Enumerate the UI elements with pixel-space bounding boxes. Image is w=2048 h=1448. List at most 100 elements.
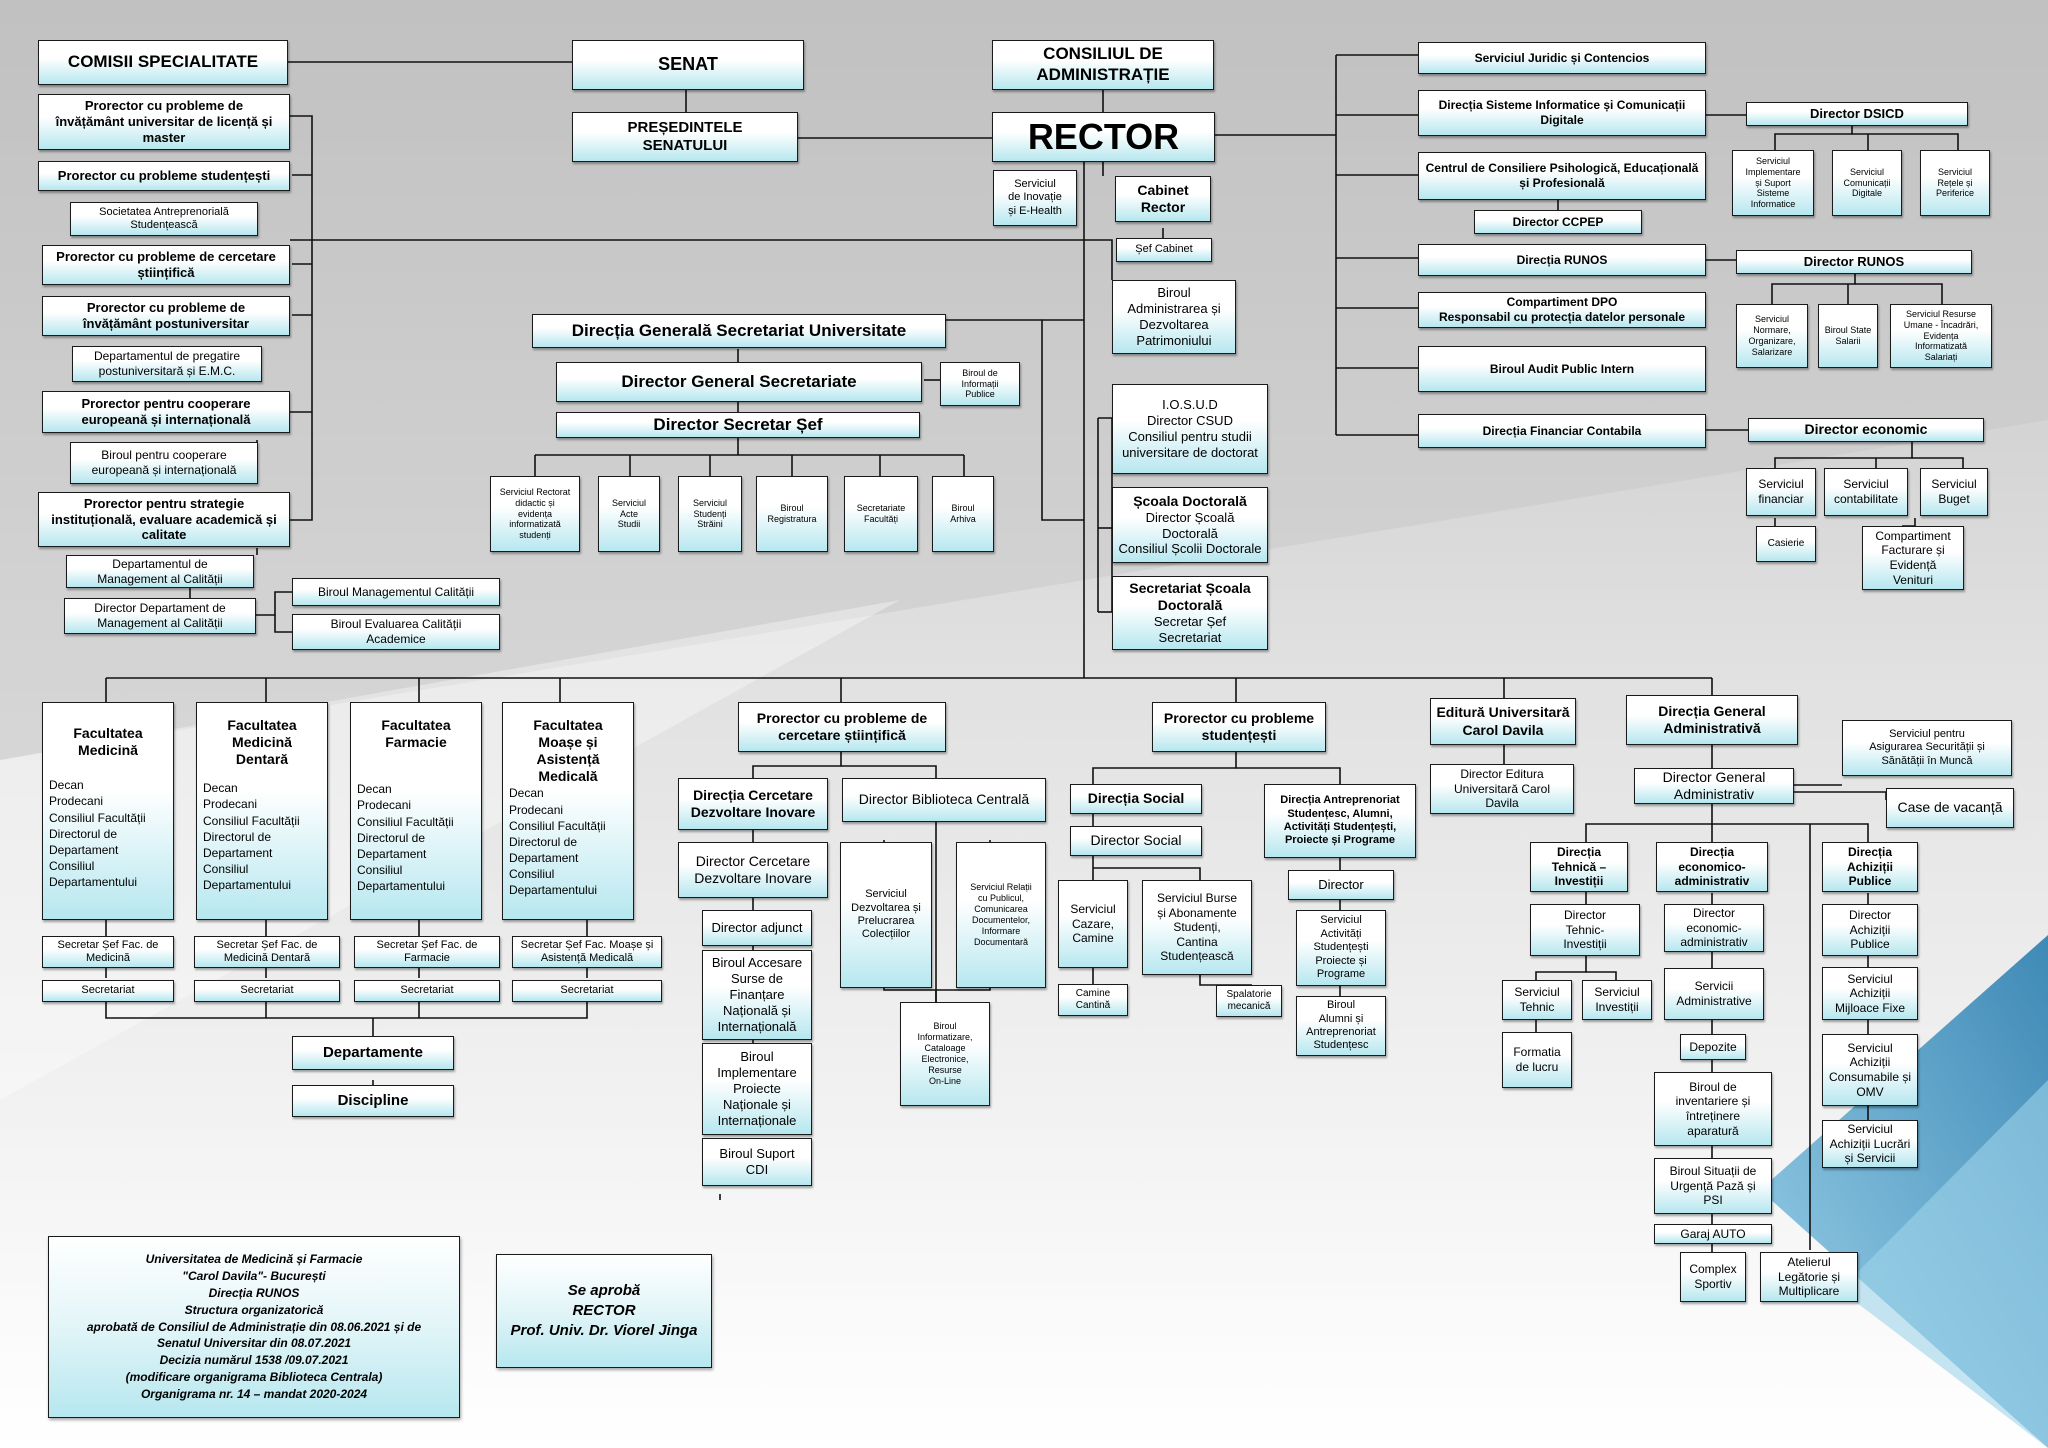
secretariate-facultati-box: Secretariate Facultăți (844, 476, 918, 552)
biroul-europa-label: Biroul pentru cooperare europeană și int… (91, 448, 237, 477)
biroul-patrimoniu-label: Biroul Administrarea și Dezvoltarea Patr… (1127, 285, 1221, 348)
depozite-label: Depozite (1689, 1039, 1737, 1054)
directia-economico-administrativ-label: Direcția economico- administrativ (1674, 845, 1750, 889)
consiliu-administratie-label: CONSILIUL DE ADMINISTRAȚIE (1036, 44, 1170, 84)
prorector-studenti-bottom-box: Prorector cu probleme studențești (1152, 702, 1326, 752)
servicii-administrative-label: Servicii Administrative (1676, 979, 1752, 1008)
serviciul-juridic-box: Serviciul Juridic și Contencios (1418, 42, 1706, 74)
prorector-europa-box: Prorector pentru cooperare europeană și … (42, 391, 290, 433)
biroul-audit-box: Biroul Audit Public Intern (1418, 346, 1706, 392)
director-tehnic-label: Director Tehnic- Investiții (1563, 908, 1607, 952)
serviciul-cazare-label: Serviciul Cazare, Camine (1070, 902, 1116, 946)
complex-sportiv-label: Complex Sportiv (1689, 1262, 1737, 1291)
serviciul-tehnic-box: Serviciul Tehnic (1502, 980, 1572, 1020)
director-ccpep-box: Director CCPEP (1474, 210, 1642, 234)
secretariat-moase-box: Secretariat (512, 980, 662, 1002)
serviciul-relatii-public-box: Serviciul Relații cu Publicul, Comunicar… (956, 842, 1046, 988)
facultatea-moase-title: Facultatea Moașe și Asistență Medicală (533, 717, 603, 785)
biroul-implementare-box: Biroul Implementare Proiecte Naționale ș… (702, 1043, 812, 1135)
secretar-moase-label: Secretar Șef Fac. Moașe și Asistență Med… (520, 938, 654, 964)
editura-label: Editură Universitară Carol Davila (1436, 704, 1570, 738)
prorector-studenti-bottom-label: Prorector cu probleme studențești (1163, 709, 1315, 743)
biroul-implementare-label: Biroul Implementare Proiecte Naționale ș… (717, 1049, 797, 1128)
compartiment-facturare-label: Compartiment Facturare și Evidență Venit… (1875, 528, 1951, 587)
directia-antreprenoriat-box: Direcția Antreprenoriat Studențesc, Alum… (1264, 784, 1416, 858)
director-biblioteca-label: Director Biblioteca Centrală (858, 791, 1030, 808)
sef-cabinet-box: Șef Cabinet (1116, 238, 1212, 262)
directia-tehnica-label: Direcția Tehnică – Investiții (1551, 845, 1607, 889)
presedinte-senat-label: PREȘEDINTELE SENATULUI (627, 118, 743, 154)
secretar-dentara-box: Secretar Șef Fac. de Medicină Dentară (194, 936, 340, 968)
director-editura-box: Director Editura Universitară Carol Davi… (1430, 764, 1574, 814)
serviciul-normare-box: Serviciul Normare, Organizare, Salarizar… (1736, 304, 1808, 368)
biroul-inventariere-label: Biroul de inventariere și întreținere ap… (1675, 1079, 1751, 1138)
director-achizitii-label: Director Achiziții Publice (1848, 908, 1891, 952)
biroul-alumni-label: Biroul Alumni și Antreprenoriat Studențe… (1306, 999, 1376, 1052)
prorector-strategie-box: Prorector pentru strategie instituțional… (38, 492, 290, 547)
directia-sisteme-informatice-label: Direcția Sisteme Informatice și Comunica… (1438, 98, 1686, 127)
serviciul-achizitii-lucrari-box: Serviciul Achiziții Lucrări și Servicii (1822, 1120, 1918, 1168)
serviciul-buget-box: Serviciul Buget (1920, 468, 1988, 516)
serviciul-tehnic-label: Serviciul Tehnic (1514, 985, 1560, 1014)
serviciul-retele-box: Serviciul Rețele și Periferice (1920, 150, 1990, 216)
serviciul-studenti-straini-box: Serviciul Studenți Străini (678, 476, 742, 552)
biroul-arhiva-box: Biroul Arhiva (932, 476, 994, 552)
secretar-farmacie-box: Secretar Șef Fac. de Farmacie (354, 936, 500, 968)
facultatea-medicina-title: Facultatea Medicină (73, 725, 143, 759)
serviciul-achizitii-lucrari-label: Serviciul Achiziții Lucrări și Servicii (1829, 1122, 1911, 1166)
biroul-situatii-urgenta-label: Biroul Situații de Urgență Pază și PSI (1669, 1164, 1757, 1208)
senat-label: SENAT (658, 54, 718, 75)
secretariat-label: Secretariat (400, 984, 454, 997)
director-runos-label: Director RUNOS (1803, 254, 1905, 270)
biroul-informatizare-label: Biroul Informatizare, Cataloage Electron… (917, 1021, 973, 1086)
prorector-postuniversitar-label: Prorector cu probleme de învățământ post… (82, 300, 250, 331)
note-line-6: Senatul Universitar din 08.07.2021 (156, 1336, 352, 1351)
biroul-suport-cdi-label: Biroul Suport CDI (719, 1146, 795, 1177)
garaj-auto-label: Garaj AUTO (1680, 1226, 1746, 1241)
secretariat-medicina-box: Secretariat (42, 980, 174, 1002)
prorector-studenti-box: Prorector cu probleme studențești (38, 161, 290, 191)
departament-calitate-box: Departamentul de Management al Calității (66, 555, 254, 588)
prorector-strategie-label: Prorector pentru strategie instituțional… (51, 495, 277, 543)
serviciul-retele-label: Serviciul Rețele și Periferice (1935, 166, 1974, 199)
secretariat-label: Secretariat (81, 984, 135, 997)
directia-runos-label: Direcția RUNOS (1516, 252, 1608, 267)
secretariat-label: Secretariat (240, 984, 294, 997)
facultatea-farmacie-body: Decan Prodecani Consiliul Facultății Dir… (357, 782, 454, 894)
director-general-administrativ-box: Director General Administrativ (1634, 768, 1794, 804)
facultatea-moase-box: Facultatea Moașe și Asistență Medicală D… (502, 702, 634, 920)
serviciul-studenti-straini-label: Serviciul Studenți Străini (692, 497, 727, 530)
director-antreprenoriat-label: Director (1318, 877, 1364, 893)
note-line-3: Direcția RUNOS (208, 1286, 300, 1300)
departament-calitate-label: Departamentul de Management al Calității (97, 556, 223, 586)
directia-social-box: Direcția Social (1070, 784, 1202, 814)
biroul-registratura-label: Biroul Registratura (767, 503, 817, 524)
serviciul-contabilitate-box: Serviciul contabilitate (1824, 468, 1908, 516)
serviciul-dezvoltare-colectii-box: Serviciul Dezvoltarea și Prelucrarea Col… (840, 842, 932, 988)
serviciul-activitati-box: Serviciul Activități Studențești Proiect… (1296, 910, 1386, 986)
director-economic-administrativ-label: Director economic- administrativ (1680, 906, 1748, 950)
serviciul-ssm-label: Serviciul pentru Asigurarea Securității … (1869, 727, 1985, 767)
prorector-cercetare-box: Prorector cu probleme de cercetare știin… (42, 245, 290, 285)
director-economic-box: Director economic (1748, 418, 1984, 442)
prorector-europa-label: Prorector pentru cooperare europeană și … (81, 396, 251, 427)
serviciul-consumabile-label: Serviciul Achiziții Consumabile și OMV (1828, 1040, 1912, 1099)
serviciul-mijloace-fixe-label: Serviciul Achiziții Mijloace Fixe (1834, 971, 1906, 1015)
serviciul-financiar-label: Serviciul financiar (1758, 477, 1804, 506)
biroul-informatii-publice-label: Biroul de Informații Publice (961, 367, 999, 400)
biroul-situatii-urgenta-box: Biroul Situații de Urgență Pază și PSI (1654, 1158, 1772, 1214)
prorector-studenti-label: Prorector cu probleme studențești (57, 168, 271, 184)
cabinet-rector-label: Cabinet Rector (1137, 181, 1189, 215)
director-social-box: Director Social (1070, 826, 1202, 856)
directia-tehnica-box: Direcția Tehnică – Investiții (1530, 842, 1628, 892)
consiliu-administratie-box: CONSILIUL DE ADMINISTRAȚIE (992, 40, 1214, 90)
directia-generala-secretariat-label: Direcția Generală Secretariat Universita… (571, 320, 907, 340)
secretar-dentara-label: Secretar Șef Fac. de Medicină Dentară (216, 938, 318, 964)
director-tehnic-box: Director Tehnic- Investiții (1530, 904, 1640, 956)
secretariat-dentara-box: Secretariat (194, 980, 340, 1002)
director-runos-box: Director RUNOS (1736, 250, 1972, 274)
biroul-managementul-calitatii-label: Biroul Managementul Calității (317, 584, 475, 599)
directia-generala-administrativa-box: Direcția General Administrativă (1626, 695, 1798, 745)
directia-cercetare-label: Direcția Cercetare Dezvoltare Inovare (690, 786, 816, 820)
